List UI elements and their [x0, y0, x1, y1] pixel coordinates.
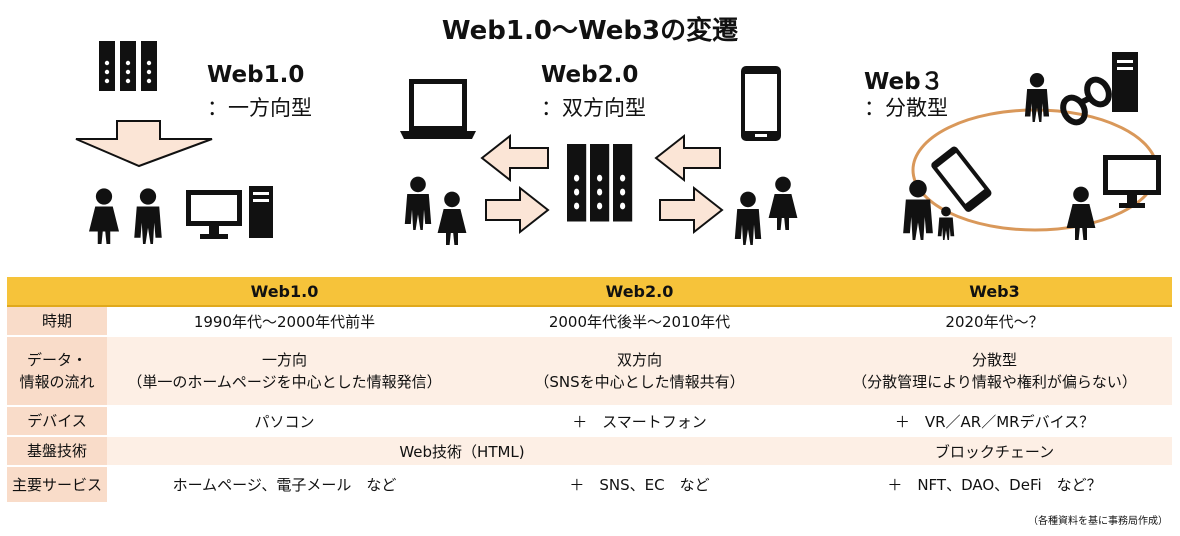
server-icon [99, 41, 157, 91]
laptop-icon [400, 79, 476, 139]
era-type-web3: ：分散型 [864, 96, 948, 120]
person-icon [134, 188, 162, 244]
table-row: データ・ 情報の流れ 一方向 （単一のホームページを中心とした情報発信） 双方向… [7, 336, 1172, 406]
era-type-web2: ：双方向型 [541, 96, 646, 120]
table-row: 基盤技術 Web技術（HTML) ブロックチェーン [7, 436, 1172, 466]
header-web2: Web2.0 [462, 277, 817, 307]
era-title-web1: Web1.0 [207, 62, 305, 88]
person-icon [89, 188, 119, 244]
cell: Web技術（HTML) [107, 436, 817, 466]
table-header-row: Web1.0 Web2.0 Web3 [7, 277, 1172, 307]
monitor-icon [186, 190, 242, 239]
source-note: （各種資料を基に事務局作成） [1028, 516, 1168, 527]
cell: 双方向 （SNSを中心とした情報共有） [462, 336, 817, 406]
cell: ホームページ、電子メール など [107, 466, 462, 502]
header-web1: Web1.0 [107, 277, 462, 307]
smartphone-icon [741, 66, 781, 141]
cell: パソコン [107, 406, 462, 436]
cell: 2020年代～？ [817, 306, 1172, 336]
cell: 2000年代後半～2010年代 [462, 306, 817, 336]
glasses-icon [1060, 76, 1112, 126]
era-title-web3: Web３ [864, 69, 944, 95]
person-icon [768, 176, 798, 230]
arrow-right-icon [659, 185, 724, 235]
cell: ＋ NFT、DAO、DeFi など？ [817, 466, 1172, 502]
monitor-icon [1103, 155, 1161, 208]
smartphone-icon [931, 146, 992, 212]
header-corner [7, 277, 107, 307]
person-icon [437, 191, 467, 245]
person-icon [1024, 73, 1050, 122]
cell: ブロックチェーン [817, 436, 1172, 466]
header-web3: Web3 [817, 277, 1172, 307]
server-icon [567, 144, 633, 222]
person-icon [1066, 186, 1096, 240]
row-label-main-services: 主要サービス [7, 466, 107, 502]
row-label-base-tech: 基盤技術 [7, 436, 107, 466]
arrow-left-icon [654, 133, 721, 183]
evolution-illustration [75, 41, 1161, 245]
person-icon [937, 206, 955, 240]
comparison-table: Web1.0 Web2.0 Web3 時期 1990年代～2000年代前半 20… [7, 277, 1172, 502]
pc-tower-icon [249, 186, 273, 238]
person-icon [734, 191, 762, 245]
table-row: デバイス パソコン ＋ スマートフォン ＋ VR／AR／MRデバイス？ [7, 406, 1172, 436]
arrow-left-icon [480, 133, 549, 183]
person-icon [404, 176, 432, 230]
row-label-device: デバイス [7, 406, 107, 436]
arrow-down-icon [75, 120, 213, 168]
page-title: Web1.0～Web3の変遷 [441, 16, 739, 46]
table-row: 時期 1990年代～2000年代前半 2000年代後半～2010年代 2020年… [7, 306, 1172, 336]
row-label-period: 時期 [7, 306, 107, 336]
cell: ＋ VR／AR／MRデバイス？ [817, 406, 1172, 436]
pc-tower-icon [1112, 52, 1138, 112]
cell: 一方向 （単一のホームページを中心とした情報発信） [107, 336, 462, 406]
cell: ＋ スマートフォン [462, 406, 817, 436]
cell: 1990年代～2000年代前半 [107, 306, 462, 336]
table-row: 主要サービス ホームページ、電子メール など ＋ SNS、EC など ＋ NFT… [7, 466, 1172, 502]
era-type-web1: ：一方向型 [207, 96, 312, 120]
person-icon [903, 179, 933, 240]
era-title-web2: Web2.0 [541, 62, 639, 88]
cell: ＋ SNS、EC など [462, 466, 817, 502]
arrow-right-icon [485, 185, 550, 235]
cell: 分散型 （分散管理により情報や権利が偏らない） [817, 336, 1172, 406]
row-label-data-flow: データ・ 情報の流れ [7, 336, 107, 406]
